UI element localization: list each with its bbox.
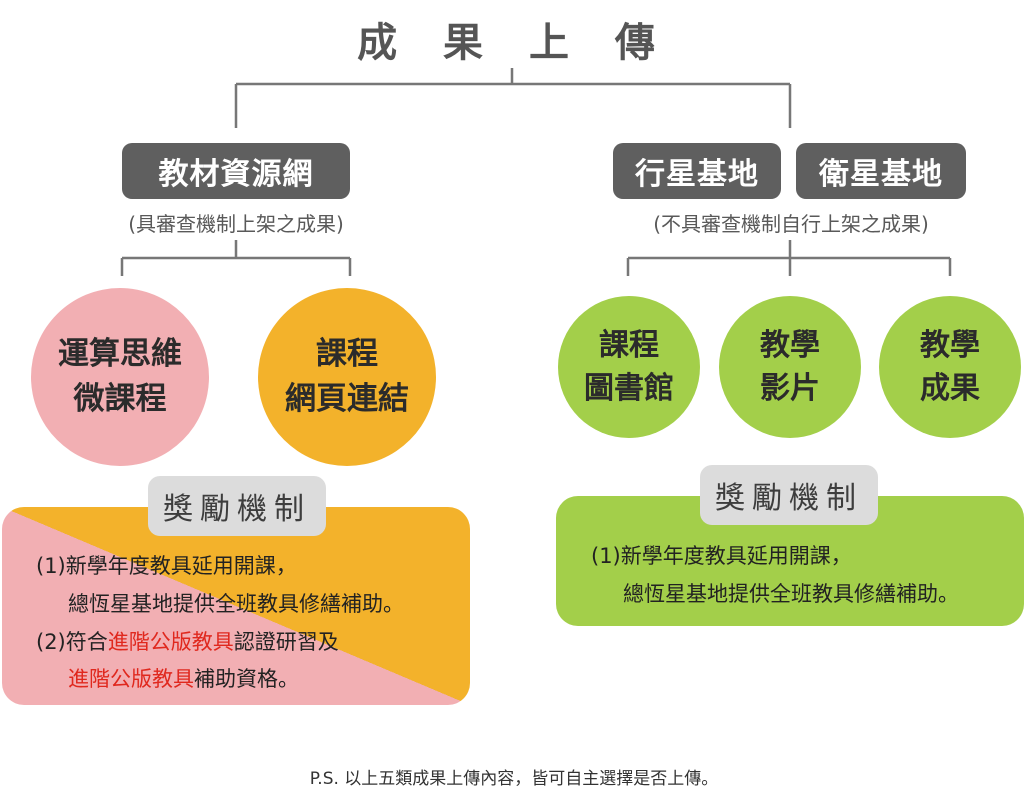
tag-teaching-resource-site: 教材資源網 (122, 143, 350, 199)
reward-item1-line2: 總恆星基地提供全班教具修繕補助。 (68, 591, 404, 616)
circle-label-line1: 教學 (920, 327, 980, 363)
right-reward-tag: 獎勵機制 (700, 465, 878, 525)
circle-label-line1: 課程 (599, 327, 659, 363)
circle-label-line2: 影片 (760, 371, 820, 406)
reward-item1-line1: (1)新學年度教具延用開課， (591, 544, 852, 568)
left-reward-item1: (1)新學年度教具延用開課， 總恆星基地提供全班教具修繕補助。 (2)符合進階公… (36, 548, 404, 699)
reward-item2-line1: (2)符合進階公版教具認證研習及 (36, 624, 404, 662)
reward-item2-line2-suffix: 補助資格。 (194, 667, 299, 692)
circle-computational-thinking-microcourse: 運算思維 微課程 (31, 288, 209, 466)
left-connector (120, 240, 352, 276)
circle-course-library: 課程 圖書館 (558, 296, 700, 438)
left-reward-panel (2, 507, 470, 705)
circle-label-line2: 網頁連結 (285, 381, 409, 417)
tag-planet-base: 行星基地 (613, 143, 781, 199)
page-title: 成 果 上 傳 (357, 20, 671, 66)
circle-course-web-link: 課程 網頁連結 (258, 288, 436, 466)
reward-item2-suffix: 認證研習及 (233, 629, 339, 654)
left-subtitle: (具審查機制上架之成果) (128, 212, 344, 236)
circle-label-line1: 課程 (316, 336, 378, 373)
left-reward-tag: 獎勵機制 (148, 476, 326, 536)
tag-satellite-base: 衛星基地 (796, 143, 966, 199)
right-subtitle: (不具審查機制自行上架之成果) (653, 212, 929, 236)
root-connector (234, 68, 792, 128)
reward-item2-line2: 進階公版教具補助資格。 (36, 661, 404, 699)
circle-label-line2: 成果 (920, 371, 980, 406)
reward-item1-line2: 總恆星基地提供全班教具修繕補助。 (623, 581, 959, 606)
reward-item2-prefix: (2)符合 (36, 629, 108, 654)
footnote: P.S. 以上五類成果上傳內容，皆可自主選擇是否上傳。 (309, 769, 719, 789)
right-connector (626, 240, 952, 276)
circle-label-line1: 運算思維 (58, 336, 182, 373)
circle-teaching-results: 教學 成果 (879, 296, 1021, 438)
circle-label-line2: 微課程 (73, 381, 167, 417)
circle-label-line1: 教學 (760, 327, 820, 363)
right-reward-item1: (1)新學年度教具延用開課， 總恆星基地提供全班教具修繕補助。 (591, 538, 959, 614)
reward-item2-line2-highlight: 進階公版教具 (68, 667, 194, 692)
reward-item2-highlight: 進階公版教具 (107, 629, 234, 654)
circle-teaching-video: 教學 影片 (719, 296, 861, 438)
circle-label-line2: 圖書館 (584, 371, 674, 406)
reward-item1-line1: (1)新學年度教具延用開課， (36, 554, 297, 578)
